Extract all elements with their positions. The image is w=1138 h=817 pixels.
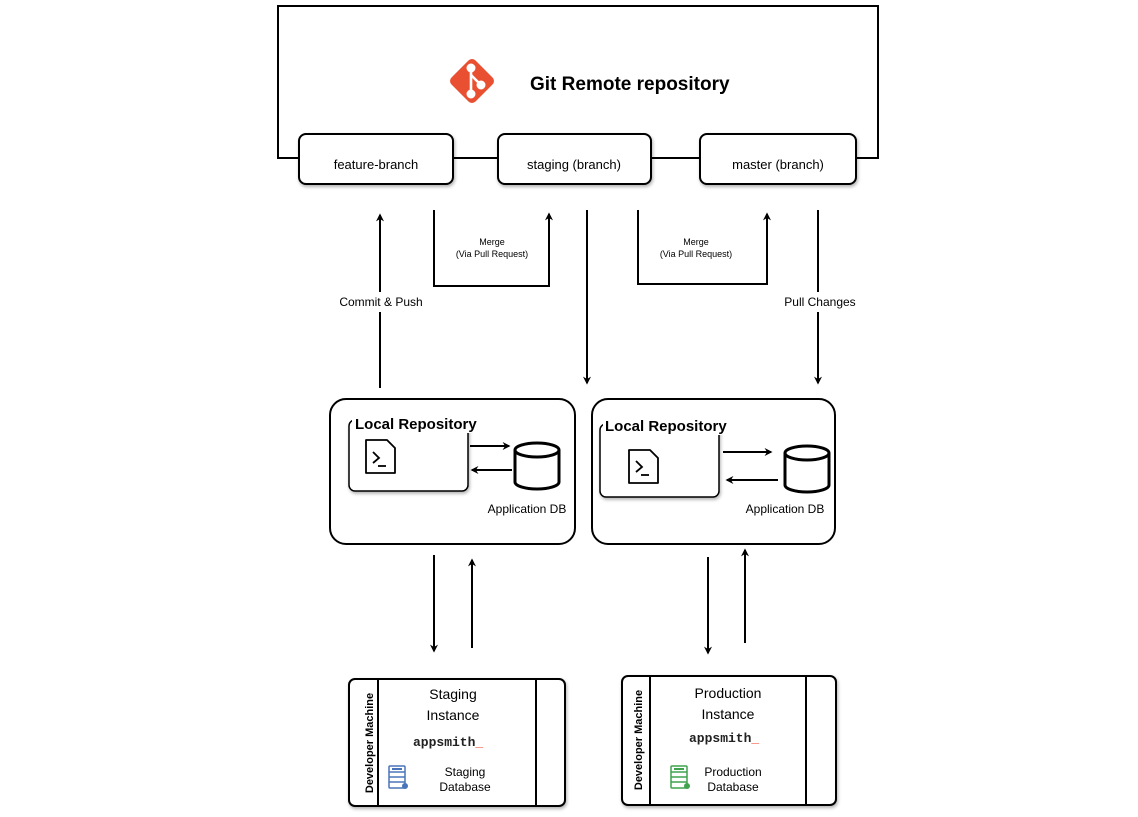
merge-label-1-line1: Merge (479, 237, 505, 247)
machine-right-instance-line2: Instance (702, 706, 755, 722)
machine-left-instance-line2: Instance (427, 707, 480, 723)
merge-arrow-staging (433, 210, 553, 287)
machine-right-instance-line1: Production (695, 685, 762, 701)
machine-left-db-line2: Database (439, 780, 491, 794)
machine-right-db-line1: Production (704, 765, 761, 779)
local-right-db-label: Application DB (746, 502, 825, 516)
merge-label-2-line1: Merge (683, 237, 709, 247)
machine-left-instance-line1: Staging (429, 686, 476, 702)
merge-label-2-line2: (Via Pull Request) (660, 249, 732, 259)
brand-text: appsmith (689, 731, 752, 746)
brand-text: appsmith (413, 735, 476, 750)
pull-changes-label-bg (776, 292, 862, 312)
git-branch-glyph (466, 63, 486, 99)
pull-changes-label: Pull Changes (784, 295, 855, 309)
remote-title: Git Remote repository (530, 74, 730, 95)
branch-staging-label: staging (branch) (527, 157, 621, 172)
branch-staging[interactable]: staging (branch) (497, 133, 652, 185)
database-icon (783, 444, 831, 494)
local-left-title: Local Repository (355, 416, 477, 433)
database-icon (513, 441, 561, 491)
branch-feature-label: feature-branch (334, 157, 419, 172)
brand-cursor: _ (474, 735, 483, 750)
appsmith-logo: appsmith_ (413, 735, 483, 750)
remote-repository: Git Remote repository (277, 5, 879, 159)
local-left-db-label: Application DB (488, 502, 567, 516)
brand-cursor: _ (750, 731, 759, 746)
local-right-title: Local Repository (605, 418, 727, 435)
machine-right-side-label: Developer Machine (633, 690, 645, 790)
server-database-icon (388, 765, 408, 789)
local-repository-right: Local Repository Application DB (591, 398, 836, 545)
appsmith-logo: appsmith_ (689, 731, 759, 746)
developer-machine-production: Developer Machine Production Instance ap… (621, 675, 837, 806)
machine-left-side-label: Developer Machine (364, 693, 376, 793)
branch-master-label: master (branch) (732, 157, 824, 172)
merge-arrow-master (637, 210, 771, 285)
branch-feature[interactable]: feature-branch (298, 133, 454, 185)
developer-machine-staging: Developer Machine Staging Instance appsm… (348, 678, 566, 807)
commit-push-label-bg (332, 292, 430, 312)
terminal-file-icon (628, 449, 659, 484)
server-database-icon (670, 765, 690, 789)
machine-left-db-line1: Staging (445, 765, 486, 779)
terminal-file-icon (365, 439, 396, 474)
local-repository-left: Local Repository Application DB (329, 398, 576, 545)
merge-label-1-line2: (Via Pull Request) (456, 249, 528, 259)
machine-right-db-line2: Database (707, 780, 759, 794)
branch-master[interactable]: master (branch) (699, 133, 857, 185)
commit-push-label: Commit & Push (339, 295, 422, 309)
